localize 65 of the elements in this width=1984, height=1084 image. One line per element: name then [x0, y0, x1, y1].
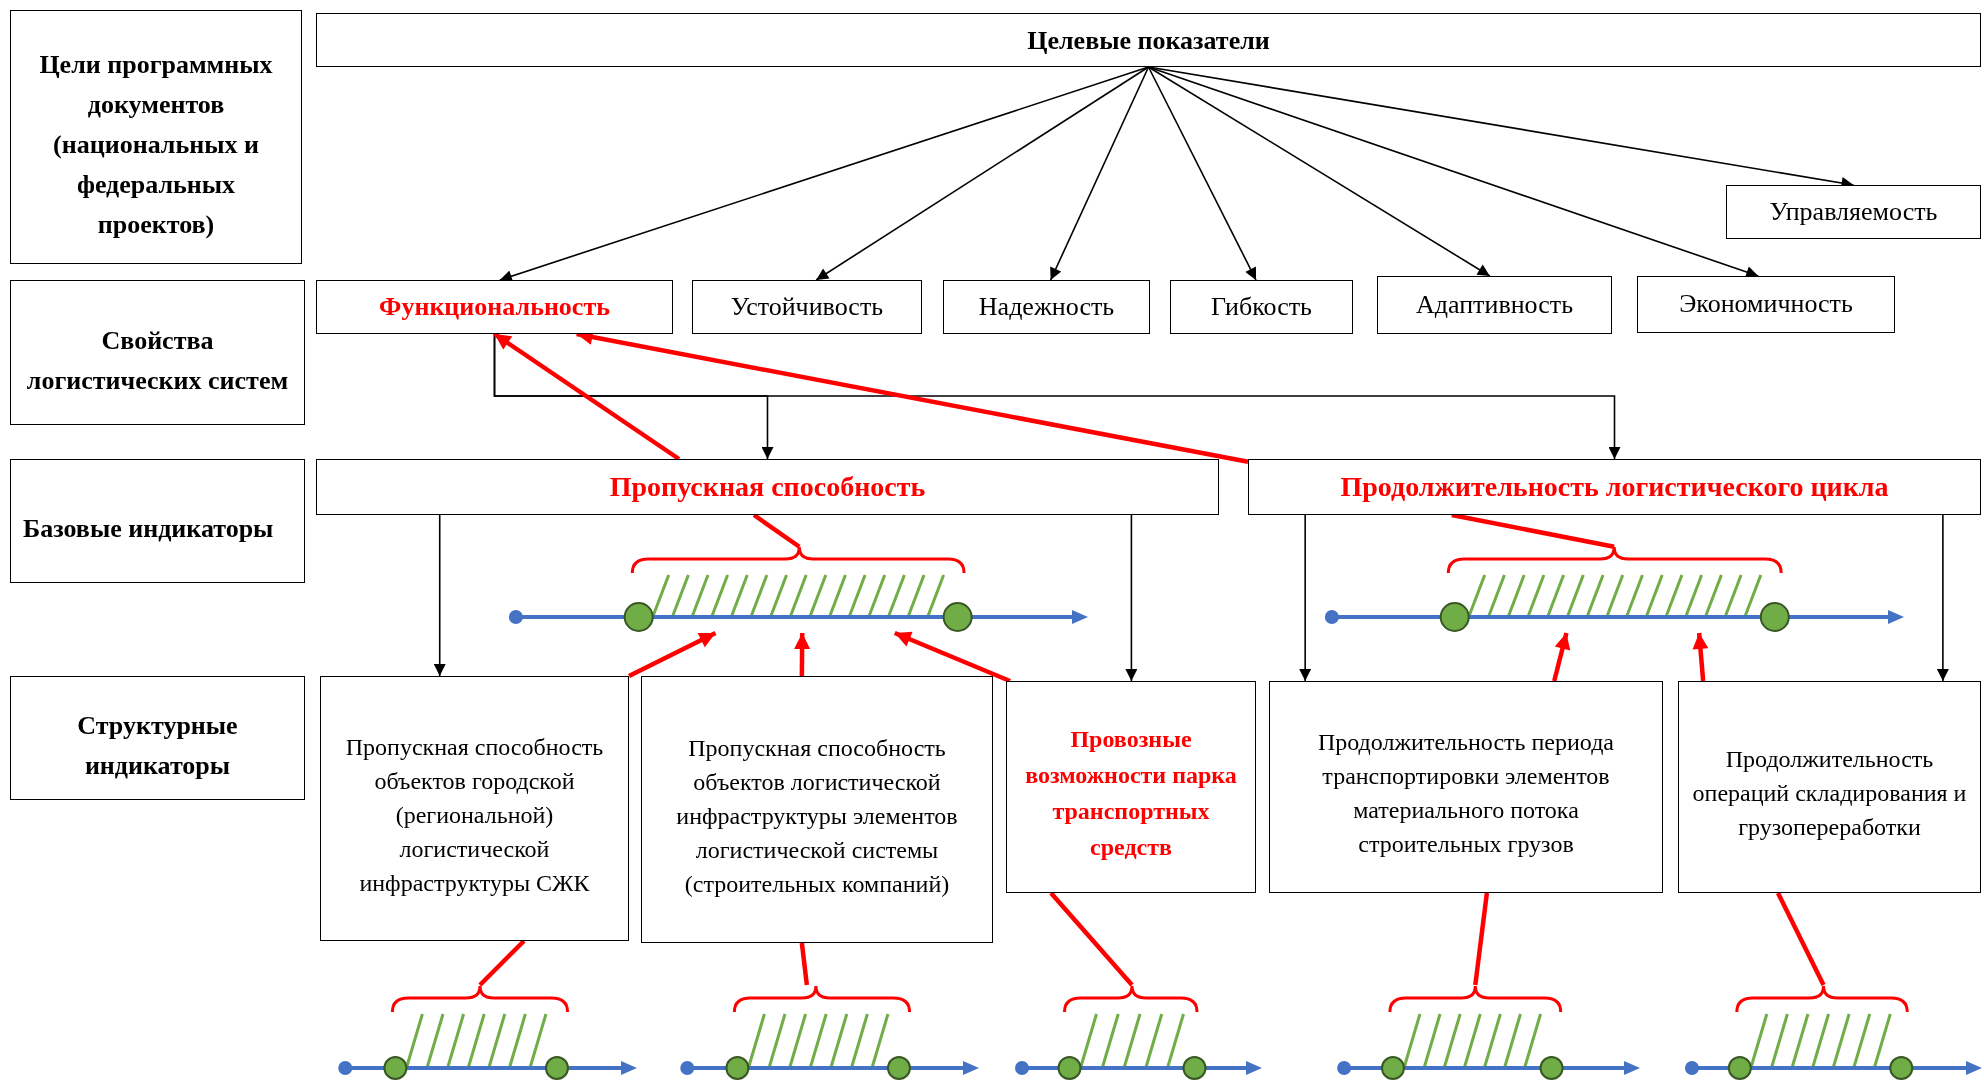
connector-line: [1049, 891, 1134, 987]
indicator-box: [692, 280, 922, 334]
indicator-label: Продолжительность операций складирования и грузопереработки: [1691, 745, 1968, 842]
indicator-box: [1269, 681, 1663, 893]
indicator-label: Пропускная способность объектов городской (региональной) логистической инфраструктуры СЖК: [344, 732, 605, 898]
indicator-label: Продолжительность периода транспортировки элементов материального потока строительных грузов: [1316, 728, 1615, 859]
timeline-drawing: [677, 984, 979, 1082]
arrow: [1125, 514, 1138, 682]
arrow: [1147, 66, 1257, 281]
indicator-label: Провозные возможности парка транспортных средств: [1024, 725, 1238, 862]
row-label: Базовые индикаторы: [23, 513, 274, 545]
indicator-label: Устойчивость: [730, 290, 884, 323]
indicator-label: Целевые показатели: [1027, 24, 1270, 57]
row-label-box: [10, 10, 302, 264]
indicator-box: [316, 13, 1981, 67]
arrow: [628, 631, 717, 678]
timeline-drawing: [1322, 545, 1904, 633]
indicator-label: Гибкость: [1211, 290, 1312, 323]
indicator-label: Продолжительность логистического цикла: [1340, 470, 1889, 504]
connector-line: [478, 939, 526, 987]
indicator-box: [1678, 681, 1981, 893]
arrow: [815, 66, 1150, 281]
indicator-box: [1637, 276, 1895, 333]
connector-line: [799, 942, 810, 986]
arrow: [433, 514, 446, 677]
indicator-label: Пропускная способность объектов логистической инфраструктуры элементов логистической системы (строительных компаний): [675, 733, 959, 899]
arrow: [1147, 66, 1491, 277]
arrow: [1299, 514, 1312, 682]
timeline-drawing: [1683, 984, 1982, 1082]
indicator-box: [320, 676, 629, 941]
indicator-box: [1377, 276, 1612, 334]
timeline-drawing: [1335, 984, 1640, 1082]
indicator-box: [316, 459, 1219, 515]
indicator-label: Управляемость: [1769, 195, 1938, 228]
arrow: [1936, 514, 1949, 682]
row-label: Свойства логистических систем: [25, 324, 290, 397]
timeline-drawing: [1012, 984, 1262, 1082]
indicator-box: [1248, 459, 1981, 515]
indicator-label: Адаптивность: [1416, 288, 1573, 321]
indicator-label: Экономичность: [1679, 288, 1853, 321]
indicator-box: [641, 676, 993, 943]
timeline-drawing: [335, 984, 637, 1082]
row-label: Структурные индикаторы: [76, 710, 239, 782]
row-label: Цели программных документов (национальных и федеральных проектов): [38, 49, 274, 241]
arrow: [893, 630, 1011, 684]
indicator-label: Надежность: [978, 290, 1115, 323]
connector-line: [1473, 892, 1490, 986]
arrow: [1552, 632, 1571, 682]
connector-line: [1775, 892, 1826, 986]
arrow: [1692, 632, 1709, 682]
indicator-box: [1006, 681, 1256, 893]
indicator-box: [943, 280, 1150, 334]
row-label-box: [10, 676, 305, 800]
row-label-box: [10, 459, 305, 583]
arrow: [794, 632, 811, 677]
indicator-box: [316, 280, 673, 334]
connector-line: [752, 513, 801, 549]
indicator-box: [1170, 280, 1353, 334]
indicator-label: Пропускная способность: [609, 470, 926, 504]
indicator-label: Функциональность: [379, 290, 610, 323]
arrow: [1049, 66, 1150, 281]
indicator-box: [1726, 185, 1981, 239]
timeline-drawing: [506, 545, 1088, 633]
row-label-box: [10, 280, 305, 425]
arrow: [493, 332, 681, 461]
